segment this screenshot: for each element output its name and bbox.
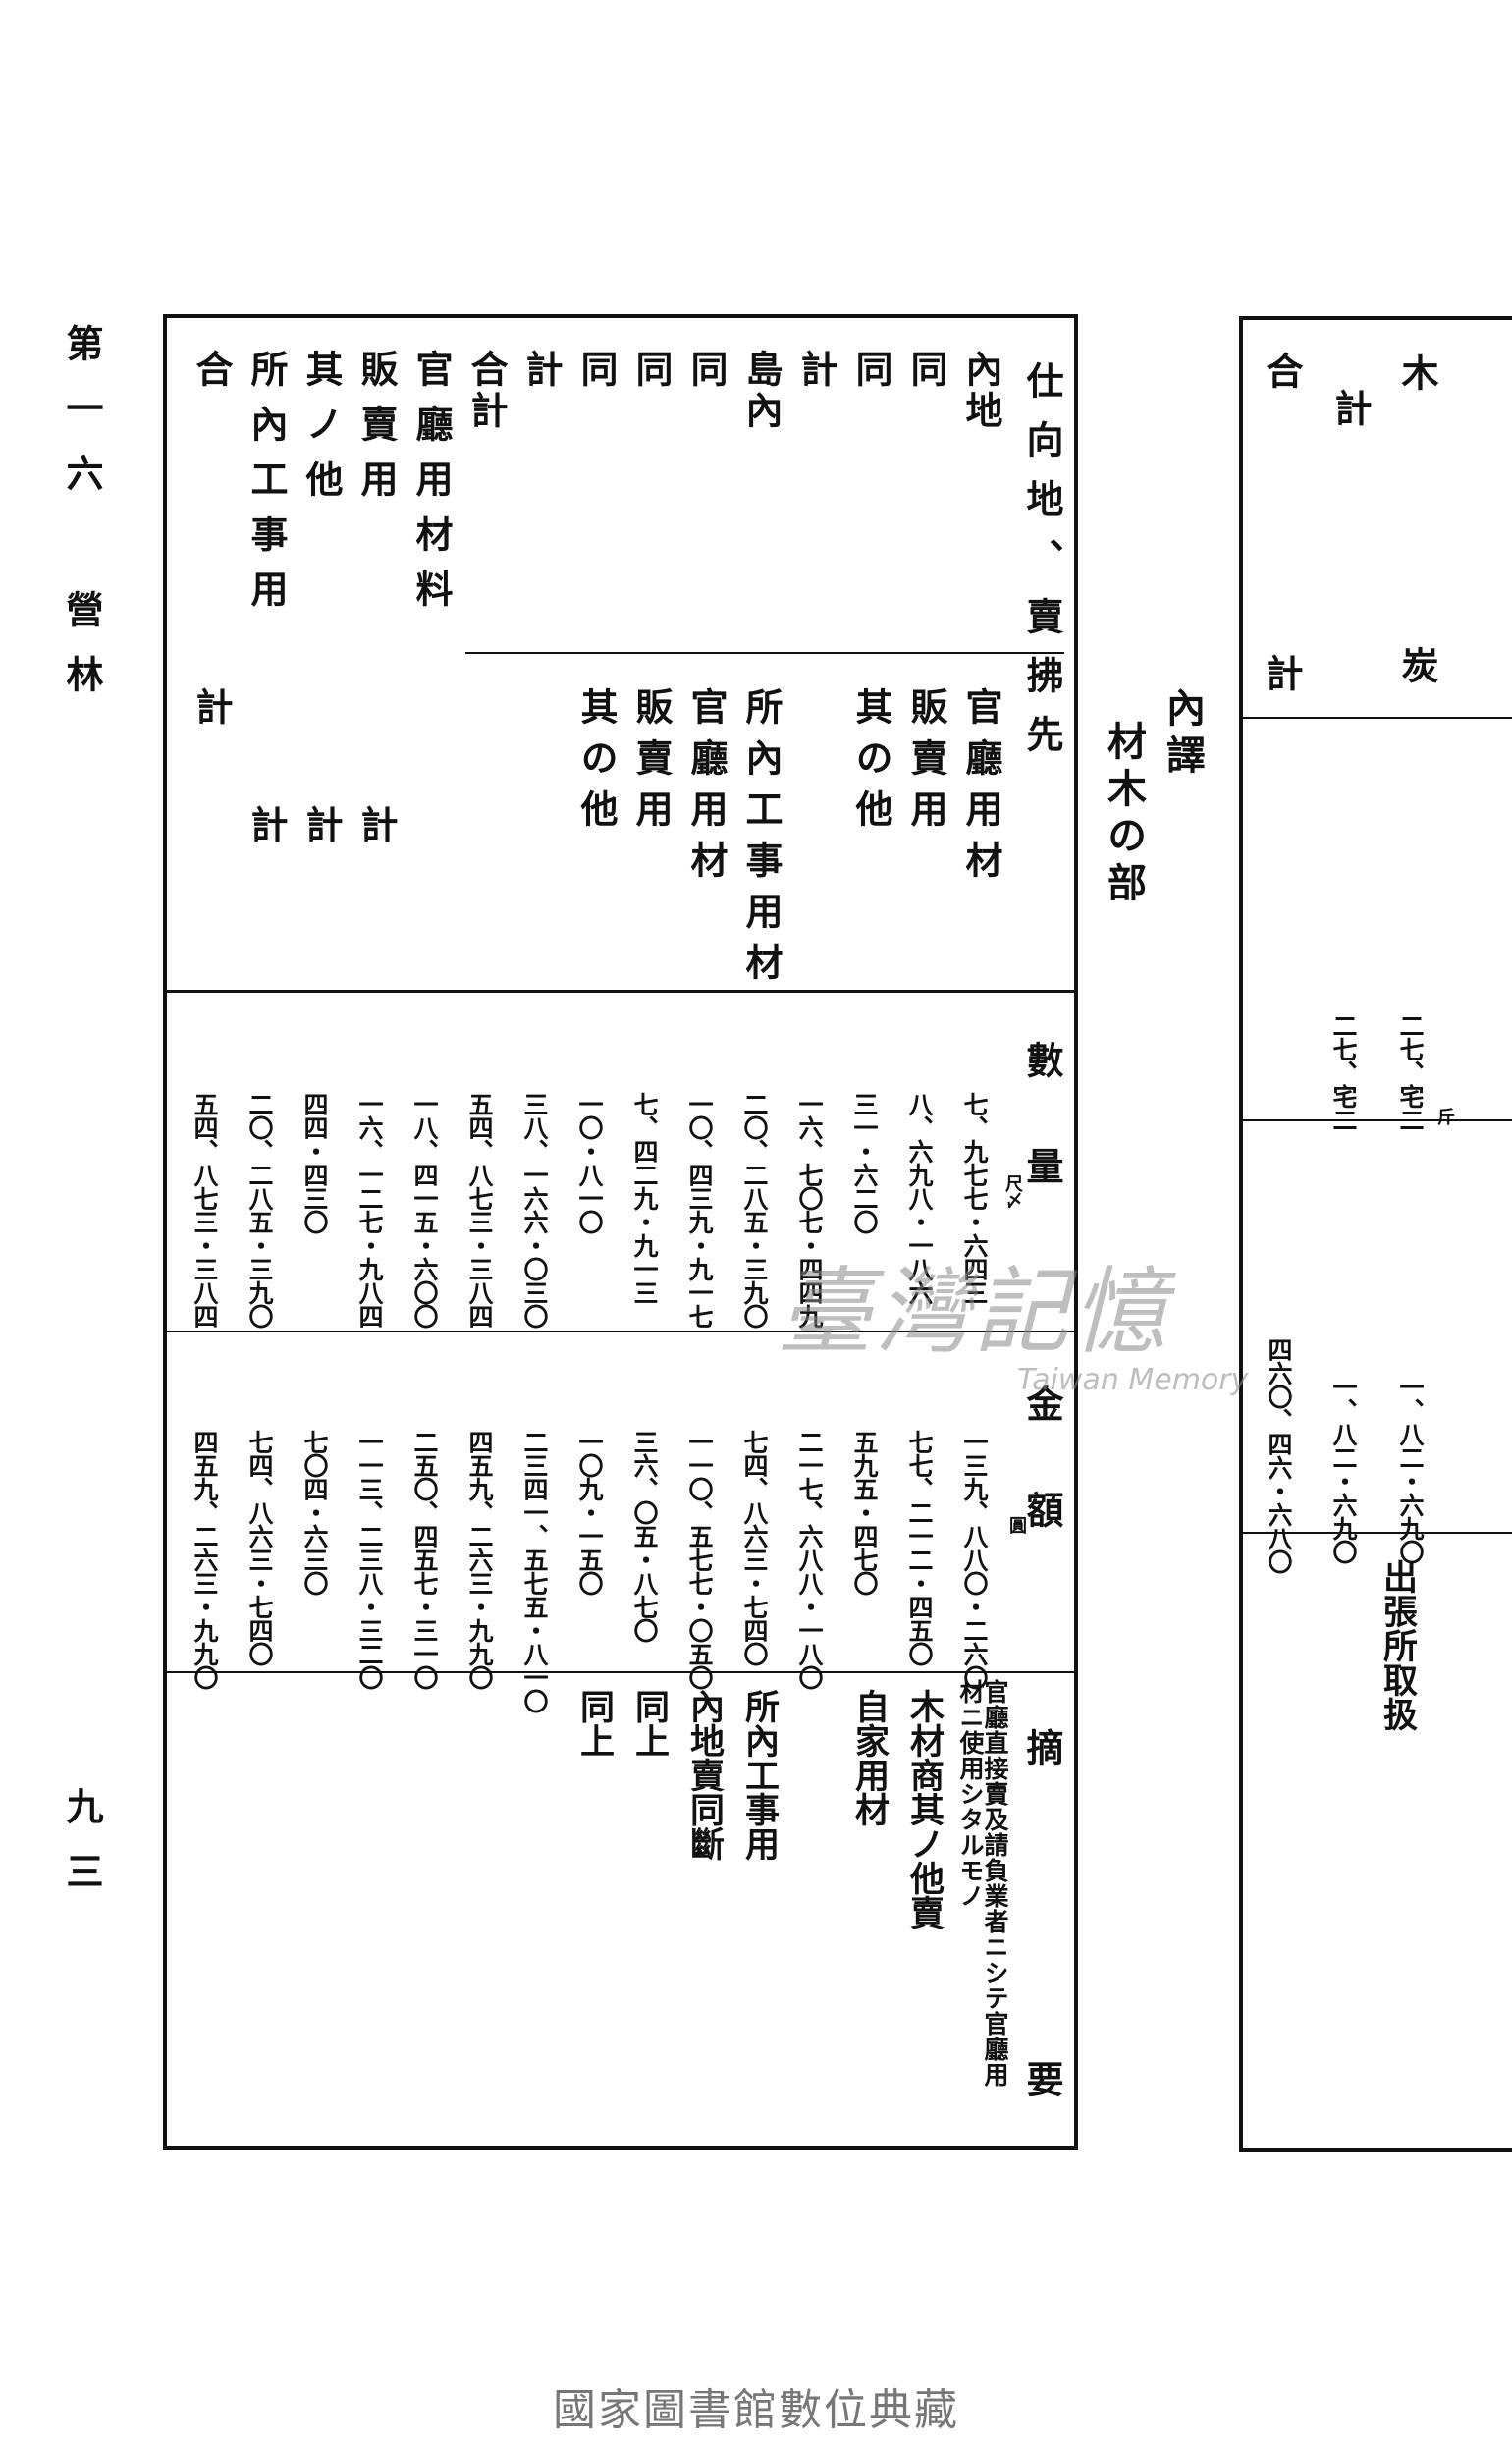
- row-quantity: 三八、一六六・〇三〇: [520, 1092, 549, 1328]
- row-label-secondary: 計: [189, 687, 234, 738]
- header-destination: 仕向地、賣拂先: [1020, 361, 1064, 774]
- header-quantity: 數量: [1020, 1041, 1064, 1253]
- row-note: 官廳直接賣及請負業者ニシテ官廳用材ニ使用シタルモノ: [956, 1679, 1009, 2088]
- breakdown-heading: 內譯: [1160, 687, 1206, 782]
- right-kg-2: 二七、宅二: [1329, 1013, 1358, 1131]
- right-amt-3: 四六〇、四六・六八〇: [1265, 1337, 1293, 1573]
- row-label-primary: 合: [189, 350, 234, 391]
- row-label-primary: 島內: [739, 350, 783, 432]
- right-kg-1: 二七、宅二: [1396, 1013, 1425, 1131]
- right-kg-unit: 斤: [1434, 1108, 1455, 1124]
- row-label-secondary: 販賣用: [904, 687, 948, 841]
- row-amount: 三六、〇五・八七〇: [630, 1430, 659, 1642]
- unit-quantity: 尺〆: [1002, 1174, 1023, 1208]
- row-label-primary: 計: [794, 350, 838, 391]
- row-quantity: 八、六九八・一八六: [905, 1092, 934, 1304]
- header-rule: [163, 990, 1078, 993]
- watermark-subtitle: Taiwan Memory: [1017, 1363, 1249, 1397]
- row-label-secondary: 計: [244, 805, 289, 856]
- row-note: 所內工事用: [739, 1689, 780, 1861]
- subtotal-rule: [465, 652, 1064, 654]
- row-amount: 二一七、六八八・一八〇: [795, 1430, 824, 1689]
- right-col4-label-a: 合: [1260, 352, 1304, 389]
- row-label-primary: 所內工事用: [244, 350, 289, 625]
- row-amount: 一三九、八八〇・二六〇: [960, 1430, 989, 1689]
- row-quantity: 七、四二九・九一三: [630, 1092, 659, 1304]
- footer-credit: 國家圖書館數位典藏: [553, 2385, 959, 2435]
- watermark-logo: 臺灣記憶: [778, 1257, 1170, 1367]
- unit-amount: 圓: [1006, 1516, 1027, 1533]
- row-label-primary: 官廳用材料: [409, 350, 454, 625]
- row-label-secondary: 所內工事用材: [739, 687, 783, 994]
- row-quantity: 一六、七〇七・四四九: [795, 1092, 824, 1328]
- row-amount: 二三四一、五七五・八一〇: [520, 1430, 549, 1712]
- header-amount: 金額: [1020, 1385, 1064, 1597]
- right-amt-2: 一、八二・六九〇: [1329, 1375, 1358, 1563]
- row-quantity: 一〇、四三九・九一七: [685, 1092, 714, 1328]
- row-label-secondary: 計: [354, 805, 399, 856]
- row-quantity: 一八、四一五・六〇〇: [410, 1092, 439, 1328]
- row-amount: 二五〇、四五七・三一〇: [410, 1430, 439, 1689]
- row-amount: 五九五・四七〇: [850, 1430, 879, 1595]
- row-label-primary: 同: [574, 350, 619, 391]
- row-label-primary: 內地: [959, 350, 1003, 432]
- row-amount: 一〇九・一五〇: [575, 1430, 604, 1595]
- row-amount: 四五九、二六三・九九〇: [190, 1430, 219, 1689]
- row-label-secondary: 計: [299, 805, 344, 856]
- page-number: 九三: [60, 1787, 104, 1917]
- row-amount: 七七、二一二・四五〇: [905, 1430, 934, 1665]
- row-amount: 一一〇、五七七・〇五〇: [685, 1430, 714, 1689]
- row-note: 同上: [574, 1689, 615, 1758]
- row-note: 同上: [629, 1689, 670, 1758]
- row-label-secondary: 其の他: [849, 687, 893, 841]
- row-label-primary: 同: [629, 350, 674, 391]
- row-quantity: 三一・六二〇: [850, 1092, 879, 1233]
- right-col2-label-a: 計: [1328, 389, 1373, 426]
- row-quantity: 一〇・八一〇: [575, 1092, 604, 1233]
- section-heading: 材木の部: [1101, 721, 1147, 909]
- row-label-primary: 計: [519, 350, 564, 391]
- row-quantity: 五四、八七三・三八四: [465, 1092, 494, 1328]
- row-label-secondary: 官廳用材: [684, 687, 729, 892]
- row-label-primary: 同: [904, 350, 948, 391]
- row-quantity: 二〇、二八五・三九〇: [740, 1092, 769, 1328]
- row-label-primary: 販賣用: [354, 350, 399, 515]
- row-quantity: 四四・四三〇: [300, 1092, 329, 1233]
- right-note: 出張所取扱: [1377, 1559, 1418, 1731]
- row-note: 木材商其ノ他賣: [904, 1689, 945, 1929]
- row-label-secondary: 其の他: [574, 687, 619, 841]
- row-note: 自家用材: [849, 1689, 890, 1826]
- header-summary: 摘要: [1020, 1728, 1064, 2392]
- right-col1-label-b: 炭: [1395, 646, 1439, 683]
- row-amount: 一一三、二三八・三二〇: [355, 1430, 384, 1689]
- row-label-primary: 同: [849, 350, 893, 391]
- row-amount: 四五九、二六三・九九〇: [465, 1430, 494, 1689]
- row-amount: 七四、八六三・七四〇: [740, 1430, 769, 1665]
- row-quantity: 一六、一二七・九八四: [355, 1092, 384, 1328]
- row-label-primary: 其ノ他: [299, 350, 344, 515]
- quantity-rule: [163, 1331, 1078, 1332]
- row-label-secondary: 販賣用: [629, 687, 674, 841]
- amount-rule: [163, 1671, 1078, 1673]
- row-quantity: 二〇、二八五・三九〇: [245, 1092, 274, 1328]
- row-quantity: 五四、八七三・三八四: [190, 1092, 219, 1328]
- row-quantity: 七、九七七・六四三: [960, 1092, 989, 1304]
- row-amount: 七〇四・六三〇: [300, 1430, 329, 1595]
- row-label-secondary: 官廳用材: [959, 687, 1003, 892]
- right-amt-1: 一、八二・六九〇: [1396, 1375, 1425, 1563]
- row-label-primary: 合計: [464, 350, 509, 432]
- right-col4-label-b: 計: [1260, 654, 1304, 691]
- row-amount: 七四、八六三・七四〇: [245, 1430, 274, 1665]
- right-col1-label-a: 木: [1395, 353, 1439, 391]
- main-table: [163, 314, 1078, 2150]
- row-note: 內地賣同斷: [684, 1689, 725, 1861]
- row-label-primary: 同: [684, 350, 729, 391]
- chapter-title: 第一六 營林: [60, 324, 104, 720]
